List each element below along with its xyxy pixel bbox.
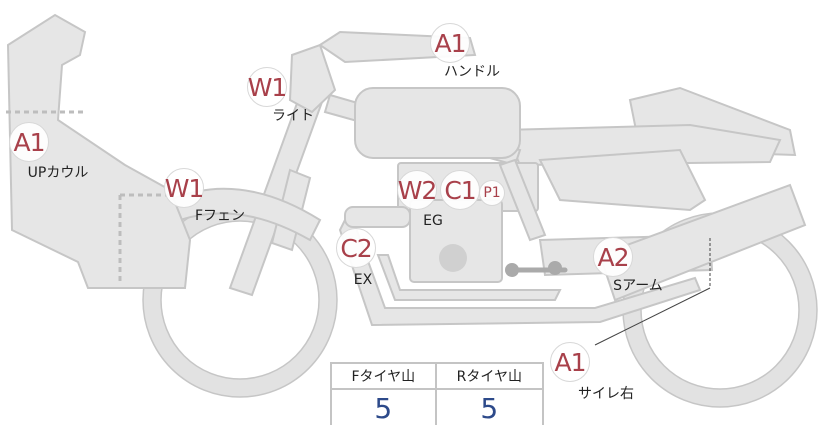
tyre-tread-table: Fタイヤ山 Rタイヤ山 5 5 xyxy=(330,362,545,425)
rear-frame xyxy=(538,148,707,212)
cowl-section-lines xyxy=(6,110,168,285)
leader-line xyxy=(594,238,711,346)
part-label-light: ライト xyxy=(272,108,314,124)
rear-tyre-value: 5 xyxy=(434,388,545,425)
part-label-exhaust: EX xyxy=(353,272,373,288)
cowl xyxy=(6,13,192,289)
part-label-handlebar: ハンドル xyxy=(444,64,500,80)
part-label-swingarm: Sアーム xyxy=(613,278,663,294)
damage-marker[interactable]: A1 xyxy=(430,23,470,63)
damage-marker[interactable]: W1 xyxy=(164,168,204,208)
damage-marker[interactable]: W1 xyxy=(247,67,287,107)
damage-marker[interactable]: A2 xyxy=(593,237,633,277)
damage-marker[interactable]: W2 xyxy=(397,170,437,210)
damage-marker[interactable]: C1 xyxy=(440,170,480,210)
part-label-upper-cowl: UPカウル xyxy=(27,165,89,181)
exhaust-pipe xyxy=(338,218,702,327)
muffler xyxy=(598,183,807,302)
damage-marker[interactable]: C2 xyxy=(336,228,376,268)
front-tyre-header: Fタイヤ山 xyxy=(330,362,437,390)
rear-tyre-header: Rタイヤ山 xyxy=(434,362,545,390)
front-tyre-value: 5 xyxy=(330,388,437,425)
fuel-tank xyxy=(354,87,521,159)
damage-marker[interactable]: P1 xyxy=(479,180,505,206)
damage-marker[interactable]: A1 xyxy=(550,342,590,382)
part-label-front-fender: Fフェン xyxy=(194,208,246,224)
headlight xyxy=(288,43,337,114)
front-fender xyxy=(168,187,322,242)
part-label-silencer-right: サイレ右 xyxy=(578,386,634,402)
part-label-engine: EG xyxy=(423,213,443,229)
damage-marker[interactable]: A1 xyxy=(9,122,49,162)
